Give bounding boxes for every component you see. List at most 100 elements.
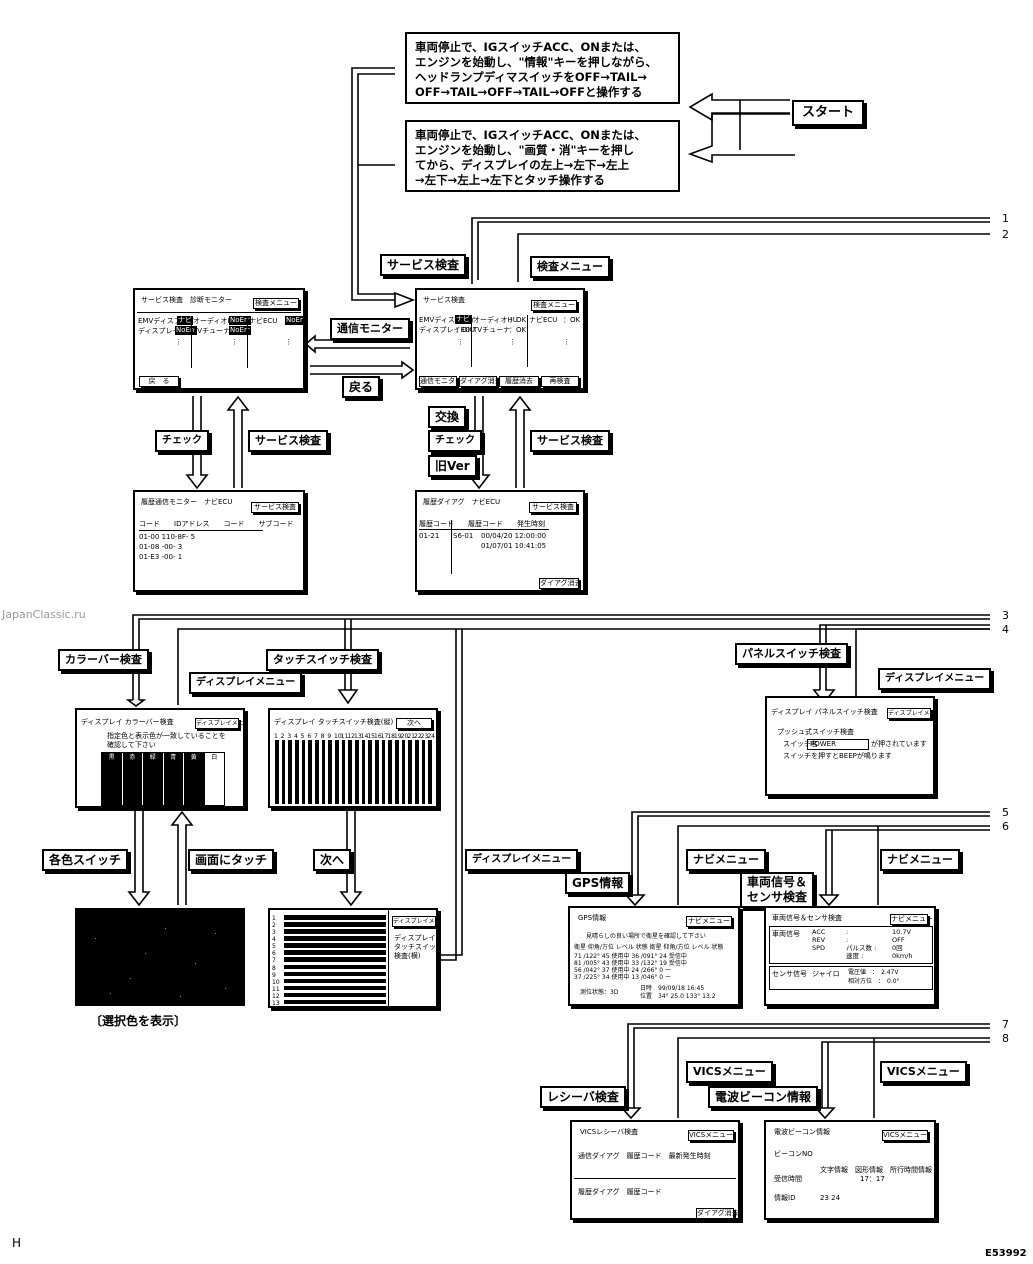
touch-row[interactable] [284,971,386,977]
touch-row[interactable] [284,957,386,963]
svc-recheck-button[interactable]: 再検査 [541,376,579,387]
touch-column[interactable] [295,740,299,804]
touch-column-number: 18 [387,733,395,740]
instruction-top-line-4: OFF→TAIL→OFF→TAIL→OFFと操作する [415,85,643,99]
panel-switch-title: ディスプレイ パネルスイッチ検査 [771,708,878,716]
touch-column[interactable] [415,740,419,804]
footer-right: E53992 [985,1248,1027,1259]
touch-row[interactable] [284,978,386,984]
touch-row[interactable] [284,915,386,920]
screen-vics-receiver: VICSレシーバ検査 VICSメニュー 通信ダイアグ 履歴コード 最新発生時刻 … [570,1120,740,1220]
touch-column[interactable] [321,740,326,804]
history-monitor-row-1: 01-00 110-8F- 5 [139,533,196,541]
panel-switch-display-menu-button[interactable]: ディスプレイメニュー [887,708,935,719]
service-check-menu-button[interactable]: 検査メニュー [531,300,577,311]
swatch-blue[interactable]: 青 [162,753,183,805]
vehicle-navi-menu-button[interactable]: ナビメニュー [890,914,933,925]
touch-row[interactable] [284,985,386,991]
branch-number-2: 2 [1002,228,1009,241]
screen-dot [195,963,196,964]
beacon-vics-menu-button[interactable]: VICSメニュー [882,1130,928,1141]
touch-column[interactable] [281,740,286,804]
touch-switch-next-button[interactable]: 次へ [396,718,432,729]
touch-column[interactable] [401,740,406,804]
colorbar-msg-1: 指定色と表示色が一致していることを [107,732,226,740]
touch-column[interactable] [368,740,372,804]
touch-row[interactable] [284,950,386,955]
vics-receiver-clear-button[interactable]: ダイアグ消去 [696,1208,739,1218]
beacon-cols: 文字情報 図形情報 所行時間情報 [820,1166,932,1174]
history-diag-time-1: 00/04/20 12:00:00 [481,532,547,540]
screen-gps: GPS情報 ナビメニュー 見晴らしの良い場所で衛星を確認して下さい 衛星 仰角/… [568,906,740,1006]
history-monitor-service-button[interactable]: サービス検査 [251,502,299,513]
touch-row[interactable] [284,936,386,941]
touch-row[interactable] [284,964,386,970]
panel-switch-line-3: スイッチを押すとBEEPが鳴ります [783,752,892,760]
gps-navi-menu-button[interactable]: ナビメニュー [686,916,732,927]
touch-column[interactable] [341,740,346,804]
touch-column[interactable] [428,740,432,804]
touch-column[interactable] [335,740,339,804]
svc-dots-2: ⋮ [509,338,516,346]
touch-column[interactable] [408,740,412,804]
swatch-white[interactable]: 白 [203,753,224,805]
svc-comm-monitor-button[interactable]: 通信モニター [419,376,462,387]
label-navi-menu-2: ナビメニュー [880,849,960,871]
touch-row[interactable] [284,992,386,998]
diag-monitor-check-menu-button[interactable]: 検査メニュー [253,298,299,309]
touch-column[interactable] [421,740,426,804]
diag-row2-tv: TVチューナ [193,327,231,335]
touch-switch-h-display-menu-button[interactable]: ディスプレイメニュー [392,916,436,927]
touch-row[interactable] [284,922,386,927]
diag-back-button[interactable]: 戻 る [139,376,179,387]
screen-dot [110,993,111,994]
colorbar-swatches: 黒 赤 緑 青 黄 白 [101,752,225,806]
vehicle-k1: 車両信号 [772,930,800,938]
beacon-title: 電波ビーコン情報 [774,1128,830,1136]
touch-column[interactable] [308,740,312,804]
label-check-mid: チェック [428,430,482,452]
touch-row[interactable] [284,999,386,1005]
touch-column[interactable] [388,740,392,804]
history-diag-service-button[interactable]: サービス検査 [529,502,577,513]
label-vehicle-signal-line1: 車両信号＆ [747,875,808,889]
touch-column[interactable] [381,740,386,804]
history-diag-clear-button[interactable]: ダイアグ消去 [539,578,582,589]
label-vehicle-signal: 車両信号＆ センサ検査 [740,872,815,908]
touch-row[interactable] [284,943,386,948]
touch-column[interactable] [288,740,292,804]
history-monitor-title: 履歴通信モニター ナビECU [141,498,233,506]
vics-receiver-menu-button[interactable]: VICSメニュー [688,1130,734,1141]
touch-column[interactable] [301,740,306,804]
touch-column[interactable] [375,740,379,804]
colorbar-display-menu-button[interactable]: ディスプレイメニュー [195,718,244,729]
touch-column[interactable] [315,740,319,804]
touch-column[interactable] [355,740,359,804]
touch-column-number: 24 [427,733,435,740]
touch-column-number: 23 [420,733,429,740]
touch-column[interactable] [348,740,352,804]
touch-row[interactable] [284,929,386,934]
beacon-rx-time-label: 受信時間 [774,1175,802,1183]
vehicle-gyro-heading: 相対方位 ： 0.0° [848,978,900,985]
touch-column[interactable] [361,740,366,804]
swatch-yellow[interactable]: 黄 [183,753,204,805]
touch-column[interactable] [328,740,332,804]
history-diag-time-2: 01/07/01 10:41:05 [481,542,547,550]
touch-row-number: 12 [272,992,280,1000]
panel-switch-line-1: プッシュ式スイッチ検査 [777,728,854,736]
label-check-left: チェック [155,430,209,452]
touch-column[interactable] [395,740,399,804]
touch-column[interactable] [275,740,279,804]
instruction-bottom-line-4: →左下→左上→左下とタッチ操作する [415,173,605,187]
label-vehicle-signal-line2: センサ検査 [747,890,808,904]
label-old-ver: 旧Ver [428,455,477,477]
svc-diag-clear-button[interactable]: ダイアグ消去 [459,376,502,387]
touch-column-number: 5 [300,733,305,740]
svc-history-clear-button[interactable]: 履歴消去 [499,376,539,387]
swatch-green[interactable]: 緑 [142,753,163,805]
swatch-black[interactable]: 黒 [102,753,122,805]
touch-column-number: 22 [414,733,422,740]
swatch-red[interactable]: 赤 [121,753,142,805]
